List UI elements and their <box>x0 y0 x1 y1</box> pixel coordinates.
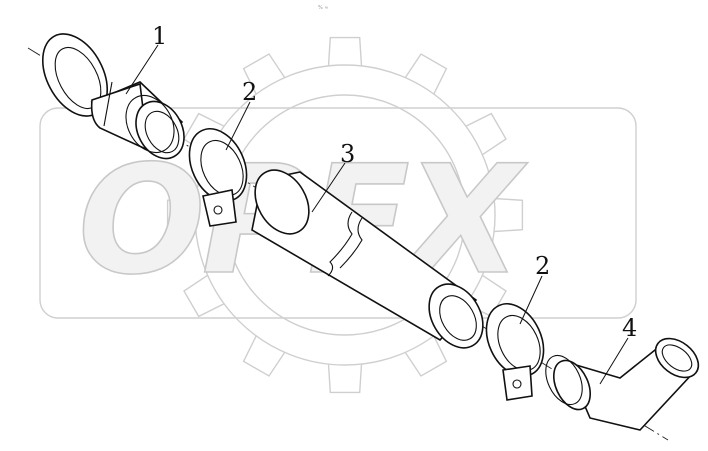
callout-4: 4 <box>622 314 637 342</box>
part-1-inlet-pipe <box>41 33 185 160</box>
leader-lines <box>125 44 629 385</box>
gear-tooth <box>494 197 524 233</box>
pipe-inlet-flange-icon <box>41 33 185 160</box>
hose-clamp-icon <box>188 128 248 227</box>
callout-2-upper: 2 <box>242 78 257 106</box>
part-2-clamp-upper <box>188 128 248 227</box>
part-4-elbow <box>545 337 700 431</box>
leader-4 <box>599 337 629 385</box>
gear-tooth <box>465 112 507 156</box>
gear-tooth <box>327 36 363 66</box>
hose-clamp-icon <box>485 303 545 401</box>
elbow-pipe-icon <box>545 337 700 431</box>
gear-tooth <box>242 53 286 95</box>
gear-tooth <box>242 335 286 377</box>
watermark-gear-icon <box>166 36 524 394</box>
leader-3 <box>311 162 346 213</box>
callout-1: 1 <box>152 22 167 50</box>
callout-3: 3 <box>340 140 355 168</box>
gear-tooth <box>404 335 448 377</box>
part-3-hose <box>251 169 484 349</box>
gear-tooth <box>166 197 196 233</box>
callout-2-lower: 2 <box>535 252 550 280</box>
watermark-badge <box>39 107 637 319</box>
leader-1 <box>125 44 159 95</box>
leader-2a <box>225 101 251 151</box>
hose-tube-icon <box>251 169 484 349</box>
corner-mark: % ≈ <box>318 5 329 11</box>
leader-2b <box>519 275 543 325</box>
gear-tooth <box>327 364 363 394</box>
gear-tooth <box>404 53 448 95</box>
part-2-clamp-lower <box>485 303 545 401</box>
gear-tooth <box>183 274 225 318</box>
